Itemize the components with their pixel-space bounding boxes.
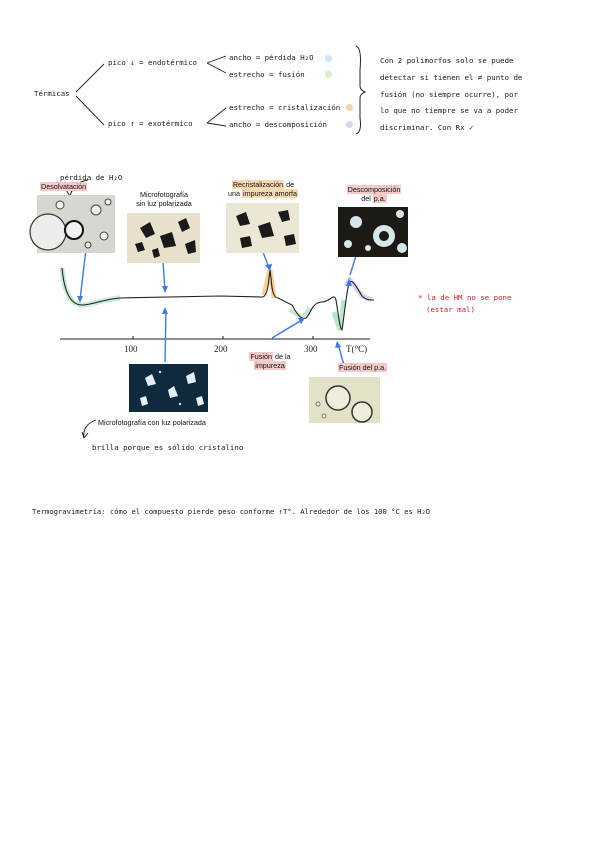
axis-label: T(°C): [346, 344, 368, 354]
side-note-line-1: * la de HM no se pone: [418, 293, 512, 302]
blue-dot: [325, 55, 332, 62]
micro-sin-luz-label: Microfotografía sin luz polarizada: [136, 190, 192, 208]
termogravimetria-note: Termogravimetría: cómo el compuesto pier…: [32, 507, 431, 516]
recristalizacion-label: Recristalización de una impureza amorfa: [228, 180, 298, 198]
micro-con-luz-photo: [129, 364, 208, 412]
micro-con-luz-label: Microfotografía con luz polarizada: [98, 418, 206, 427]
pico-exotermico: pico ↑ = exotérmico: [108, 119, 193, 128]
green-dot: [325, 71, 332, 78]
descomposicion-photo: [338, 207, 408, 257]
estrecho-fusion: estrecho = fusión: [229, 70, 305, 79]
note-line-5: discriminar. Con Rx ✓: [380, 123, 474, 132]
descomposicion-label: Descomposición del p.a.: [346, 185, 402, 203]
note-line-1: Con 2 polimorfos solo se puede: [380, 56, 514, 65]
side-note-line-2: (estar mal): [426, 305, 475, 314]
desolvatacion-photo: [29, 195, 115, 253]
brilla-note: brilla porque es sólido cristalino: [92, 443, 244, 452]
orange-dot: [346, 104, 353, 111]
tick-100: 100: [124, 344, 138, 354]
recristalizacion-photo: [226, 203, 299, 253]
desolvatacion-label: Desolvatación: [40, 182, 88, 191]
fusion-impureza-label: Fusión de la impureza: [249, 352, 291, 370]
note-line-3: fusión (no siempre ocurre), por: [380, 90, 518, 99]
micro-sin-luz-photo: [127, 213, 200, 263]
purple-dot: [346, 121, 353, 128]
estrecho-cristalizacion: estrecho = cristalización: [229, 103, 341, 112]
termicas-label: Térmicas: [34, 89, 70, 98]
ancho-descomposicion: ancho = descomposición: [229, 120, 327, 129]
tick-300: 300: [304, 344, 318, 354]
fusion-pa-photo: [309, 377, 380, 423]
pico-endotermico: pico ↓ = endotérmico: [108, 58, 197, 67]
tick-200: 200: [214, 344, 228, 354]
ancho-perdida: ancho = pérdida H₂O: [229, 53, 314, 62]
note-line-2: detectar si tienen el ≠ punto de: [380, 73, 523, 82]
note-line-4: lo que no tiempre se va a poder: [380, 106, 518, 115]
fusion-pa-label: Fusión del p.a.: [338, 363, 388, 372]
perdida-h2o-label: pérdida de H₂O: [60, 173, 123, 182]
